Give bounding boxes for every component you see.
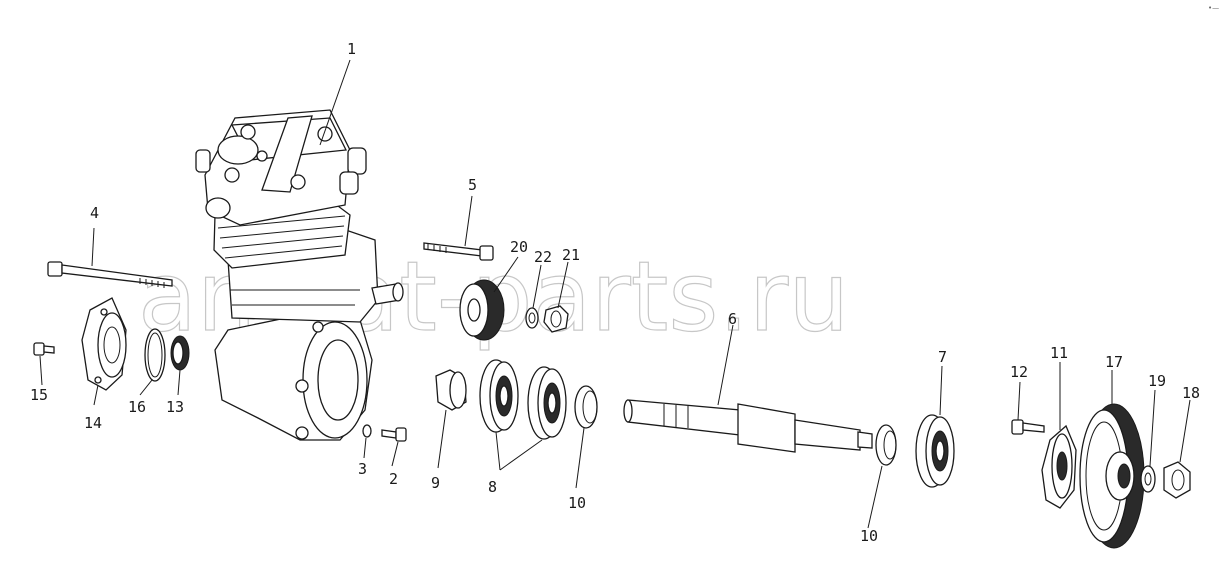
bearing-part-7 bbox=[915, 414, 955, 488]
label-8: 8 bbox=[488, 478, 497, 496]
flange-part-11 bbox=[1041, 424, 1077, 509]
washer-part-19 bbox=[1140, 465, 1156, 493]
small-bolt-part-15 bbox=[33, 342, 55, 356]
large-gear-part-17 bbox=[1079, 403, 1145, 549]
label-20: 20 bbox=[510, 238, 528, 256]
label-15: 15 bbox=[30, 386, 48, 404]
label-12: 12 bbox=[1010, 363, 1028, 381]
washer-part-3 bbox=[362, 424, 372, 438]
label-6: 6 bbox=[728, 310, 737, 328]
label-9: 9 bbox=[431, 474, 440, 492]
washer-part-22 bbox=[525, 307, 539, 329]
bushing-part-9 bbox=[435, 369, 467, 411]
label-13: 13 bbox=[166, 398, 184, 416]
bearing-part-8b bbox=[527, 366, 567, 440]
spacer-ring-part-10b bbox=[875, 424, 897, 466]
label-18: 18 bbox=[1182, 384, 1200, 402]
leader-lines bbox=[39, 59, 1191, 529]
small-gear-part-20 bbox=[459, 279, 505, 341]
cover-flange-part-14 bbox=[81, 297, 127, 391]
corner-mark: •— bbox=[1208, 4, 1219, 12]
label-4: 4 bbox=[90, 204, 99, 222]
nut-part-18 bbox=[1163, 461, 1191, 499]
spacer-ring-part-10a bbox=[574, 385, 598, 429]
bearing-part-8a bbox=[479, 359, 519, 433]
bolt-part-12 bbox=[1011, 419, 1045, 435]
label-3: 3 bbox=[358, 460, 367, 478]
label-7: 7 bbox=[938, 348, 947, 366]
label-1: 1 bbox=[347, 40, 356, 58]
label-19: 19 bbox=[1148, 372, 1166, 390]
label-5: 5 bbox=[468, 176, 477, 194]
label-10-right: 10 bbox=[860, 527, 878, 545]
label-2: 2 bbox=[389, 470, 398, 488]
label-11: 11 bbox=[1050, 344, 1068, 362]
callout-labels: 1 2 3 4 5 6 7 8 9 10 10 11 12 13 14 15 1… bbox=[30, 40, 1200, 545]
label-16: 16 bbox=[128, 398, 146, 416]
long-bolt-part-4 bbox=[47, 261, 173, 288]
label-17: 17 bbox=[1105, 353, 1123, 371]
shaft-part-6 bbox=[623, 399, 873, 453]
compressor-assembly bbox=[195, 109, 404, 441]
seal-part-13 bbox=[170, 335, 190, 371]
bolt-part-5 bbox=[423, 242, 494, 261]
nut-part-21 bbox=[543, 305, 569, 333]
bolt-part-2 bbox=[381, 427, 407, 442]
label-21: 21 bbox=[562, 246, 580, 264]
label-22: 22 bbox=[534, 248, 552, 266]
o-ring-part-16 bbox=[144, 328, 166, 382]
label-14: 14 bbox=[84, 414, 102, 432]
label-10-left: 10 bbox=[568, 494, 586, 512]
